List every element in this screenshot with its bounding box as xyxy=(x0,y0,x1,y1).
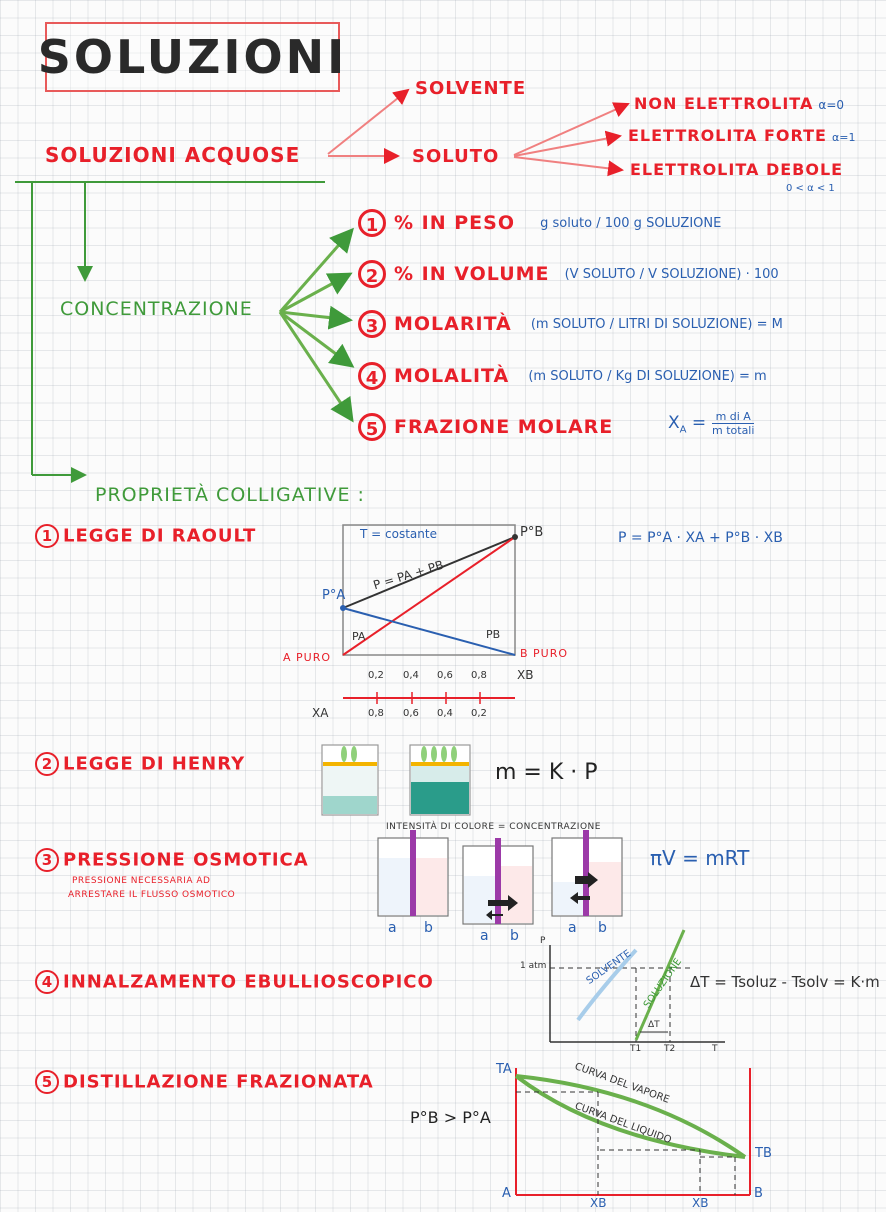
raoult-b-puro: B PURO xyxy=(520,647,569,660)
liquido-curve xyxy=(514,1074,746,1159)
xb-tick-1: 0,2 xyxy=(368,670,384,681)
osm-a-2: a xyxy=(480,928,489,944)
osmotica-desc-1: PRESSIONE NECESSARIA AD xyxy=(72,876,211,886)
concentration-arrows xyxy=(278,227,355,423)
raoult-pb: PB xyxy=(486,628,501,641)
raoult-a-puro: A PURO xyxy=(283,651,332,664)
conc-item-1: 1% IN PESO g soluto / 100 g SOLUZIONE xyxy=(358,209,721,237)
electrolyte-forte: ELETTROLITA FORTE α=1 xyxy=(628,126,856,145)
ebullio-t1: T1 xyxy=(630,1044,642,1054)
raoult-formula: P = P°A · XA + P°B · XB xyxy=(618,530,783,546)
top-arrows xyxy=(327,88,630,177)
osm-a-3: a xyxy=(568,920,577,936)
soluzioni-acquose: SOLUZIONI ACQUOSE xyxy=(45,143,301,167)
henry-formula: m = K · P xyxy=(495,760,598,785)
osmotic-containers xyxy=(377,830,623,925)
osm-b-2: b xyxy=(510,928,519,944)
ebullio-formula: ΔT = Tsoluz - Tsolv = K·m xyxy=(690,973,880,991)
xa-tick-2: 0,6 xyxy=(403,708,419,719)
distill-xb-2: XB xyxy=(692,1196,709,1210)
ebullio-dt: ΔT xyxy=(648,1020,660,1030)
proprieta-label: PROPRIETÀ COLLIGATIVE : xyxy=(95,484,365,506)
henry-containers xyxy=(321,744,471,816)
xb-tick-2: 0,4 xyxy=(403,670,419,681)
xb-tick-4: 0,8 xyxy=(471,670,487,681)
osm-b-3: b xyxy=(598,920,607,936)
raoult-pb0: P°B xyxy=(520,525,544,540)
distill-tb: TB xyxy=(755,1146,772,1161)
weak-alpha-note: 0 < α < 1 xyxy=(786,183,835,194)
distill-ta: TA xyxy=(496,1062,512,1077)
ebullio-t: T xyxy=(712,1044,718,1054)
green-brackets xyxy=(15,181,325,483)
xa-tick-3: 0,4 xyxy=(437,708,453,719)
page-title: SOLUZIONI xyxy=(38,22,344,92)
raoult-pa0: P°A xyxy=(322,588,346,603)
soluzione-curve xyxy=(634,929,686,1041)
raoult-pa: PA xyxy=(352,630,366,643)
ebullio-t2: T2 xyxy=(664,1044,676,1054)
osmotica-desc-2: ARRESTARE IL FLUSSO OSMOTICO xyxy=(68,890,236,900)
distillazione-chart xyxy=(514,1068,751,1196)
osm-b-1: b xyxy=(424,920,433,936)
ebullio-chart xyxy=(549,929,725,1043)
distill-xb-1: XB xyxy=(590,1196,607,1210)
osmotica-formula: πV = mRT xyxy=(650,846,750,870)
solvente-curve xyxy=(576,948,638,1022)
total-pressure-line xyxy=(342,536,516,609)
raoult-xa: XA xyxy=(312,706,329,720)
henry-caption: INTENSITÀ DI COLORE = CONCENTRAZIONE xyxy=(386,822,601,832)
vapore-curve xyxy=(515,1074,747,1159)
osm-a-1: a xyxy=(388,920,397,936)
electrolyte-non: NON ELETTROLITA α=0 xyxy=(634,94,845,113)
frazione-fraction: m di A m totali xyxy=(712,410,755,437)
distill-b: B xyxy=(754,1186,763,1201)
pa-line xyxy=(342,607,516,656)
distill-inequality: P°B > P°A xyxy=(410,1108,491,1127)
ebullio-p: P xyxy=(540,936,546,946)
electrolyte-debole: ELETTROLITA DEBOLE xyxy=(630,160,844,179)
raoult-chart xyxy=(340,524,518,704)
xb-tick-3: 0,6 xyxy=(437,670,453,681)
xa-tick-1: 0,8 xyxy=(368,708,384,719)
xa-tick-4: 0,2 xyxy=(471,708,487,719)
concentrazione-label: CONCENTRAZIONE xyxy=(60,298,253,320)
soluto-label: SOLUTO xyxy=(412,146,500,167)
frazione-formula: XA = xyxy=(668,413,707,436)
distill-a: A xyxy=(502,1186,511,1201)
pb-line xyxy=(342,536,516,656)
raoult-tconst: T = costante xyxy=(360,527,437,541)
solvente-label: SOLVENTE xyxy=(415,78,527,99)
conc-item-2: 2% IN VOLUME (V SOLUTO / V SOLUZIONE) · … xyxy=(358,260,779,288)
raoult-xb: XB xyxy=(517,668,534,682)
ebullio-1atm: 1 atm xyxy=(520,961,547,971)
